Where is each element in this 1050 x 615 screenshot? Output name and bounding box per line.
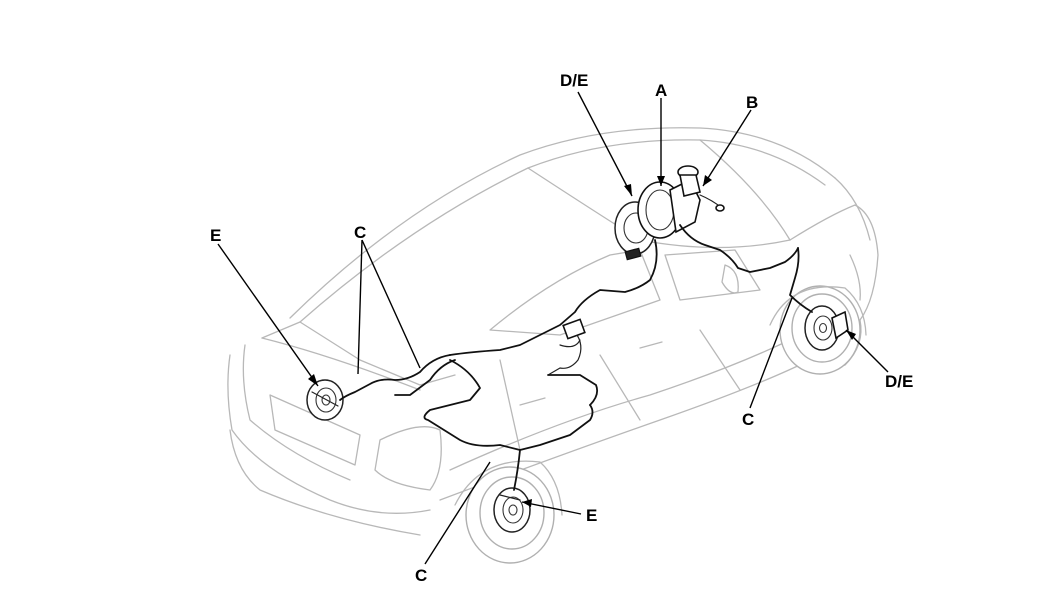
brake-lines bbox=[339, 224, 813, 491]
callout-label-right-c: C bbox=[742, 410, 754, 429]
callout-label-left-e: E bbox=[210, 226, 221, 245]
callout-label-left-c: C bbox=[354, 223, 366, 242]
callout-label-b: B bbox=[746, 93, 758, 112]
front-brake-disc-right bbox=[804, 305, 849, 351]
callout-label-bottom-c: C bbox=[415, 566, 427, 585]
rear-brake-rotor-left bbox=[306, 379, 344, 421]
callout-label-a: A bbox=[655, 81, 667, 100]
callout-label-front-e: E bbox=[586, 506, 597, 525]
callout-label-top-de: D/E bbox=[560, 71, 588, 90]
master-cylinder-reservoir bbox=[677, 165, 725, 212]
callout-label-right-de: D/E bbox=[885, 372, 913, 391]
callout-leaders bbox=[217, 91, 889, 565]
rear-brake-rotor-right bbox=[493, 487, 531, 533]
